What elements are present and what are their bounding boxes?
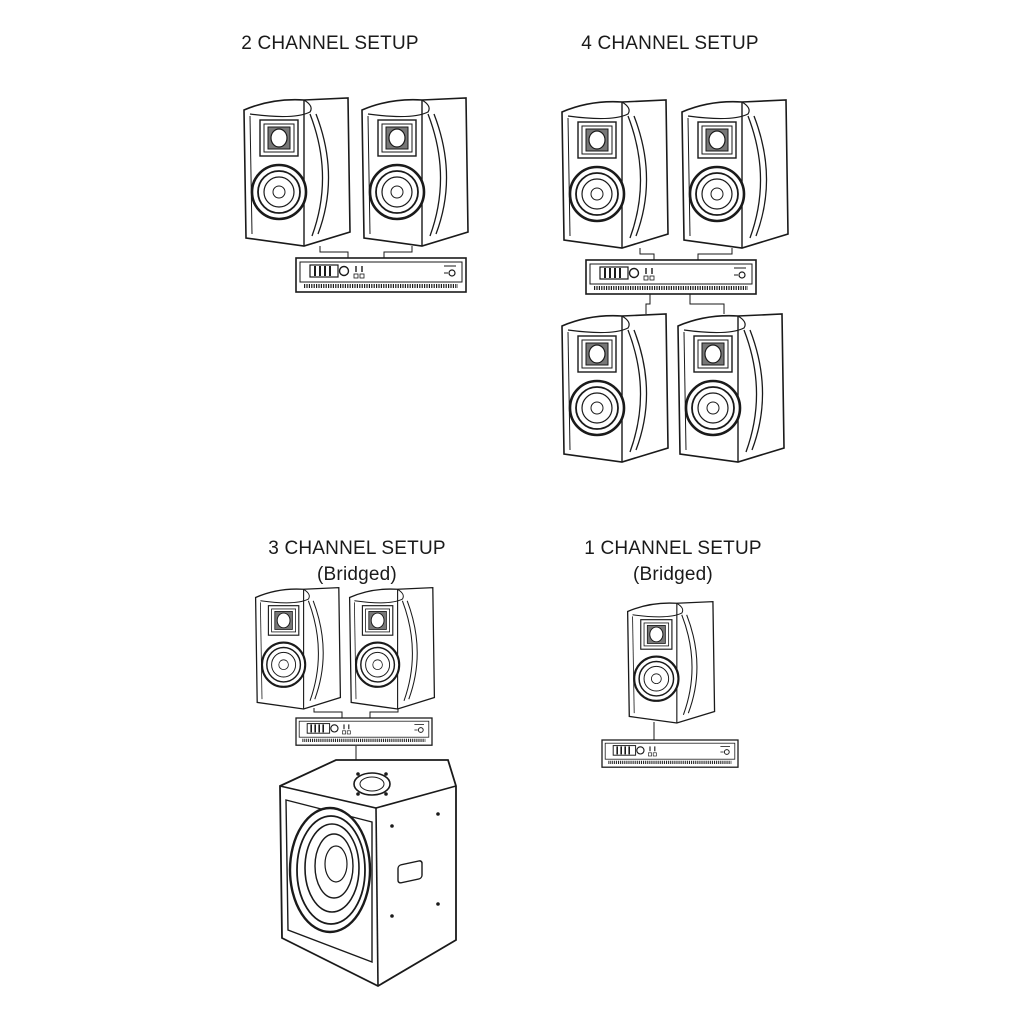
speaker-icon — [360, 96, 470, 248]
one-channel-setup-subtitle: (Bridged) — [633, 564, 713, 585]
four-channel-setup-title-text: 4 CHANNEL SETUP — [581, 33, 759, 54]
one-channel-setup-title-text: 1 CHANNEL SETUP — [584, 538, 762, 559]
two-channel-setup-title: 2 CHANNEL SETUP — [220, 31, 440, 57]
amplifier-icon — [294, 716, 434, 747]
one-channel-setup-group — [600, 600, 740, 769]
speaker-icon — [560, 98, 670, 250]
speaker-icon — [626, 600, 716, 725]
two-channel-setup-title-text: 2 CHANNEL SETUP — [241, 33, 419, 54]
amplifier-icon — [584, 258, 758, 296]
four-channel-setup-group — [560, 98, 790, 464]
speaker-icon — [242, 96, 352, 248]
speaker-icon — [254, 586, 342, 711]
three-channel-setup-title: 3 CHANNEL SETUP (Bridged) — [247, 536, 467, 588]
connection-wire — [639, 248, 733, 314]
subwoofer-icon — [279, 759, 457, 988]
three-channel-setup-group — [254, 586, 457, 988]
three-channel-setup-subtitle: (Bridged) — [317, 564, 397, 585]
speaker-icon — [680, 98, 790, 250]
three-channel-setup-title-text: 3 CHANNEL SETUP — [268, 538, 446, 559]
connection-wire — [319, 246, 413, 258]
speaker-icon — [676, 312, 786, 464]
connection-wire — [313, 708, 399, 760]
amplifier-icon — [294, 256, 468, 294]
amplifier-icon — [600, 738, 740, 769]
speaker-icon — [560, 312, 670, 464]
one-channel-setup-title: 1 CHANNEL SETUP (Bridged) — [563, 536, 783, 588]
four-channel-setup-title: 4 CHANNEL SETUP — [560, 31, 780, 57]
two-channel-setup-group — [242, 96, 470, 294]
speaker-icon — [348, 586, 436, 711]
